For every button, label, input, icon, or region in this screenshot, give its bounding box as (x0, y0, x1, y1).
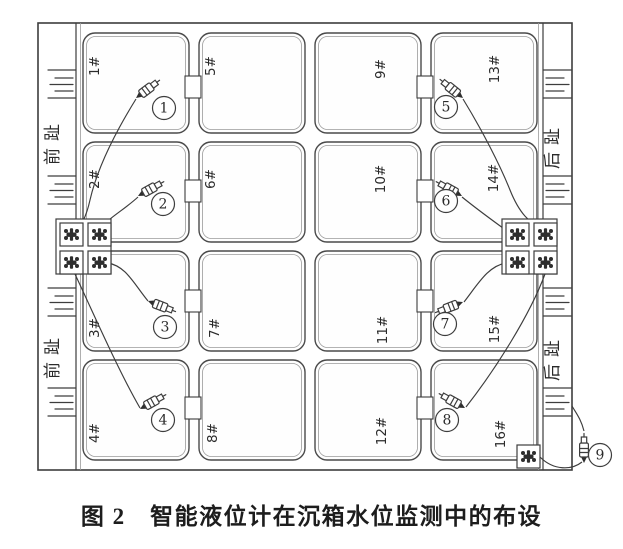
compartment-label: 1# (87, 56, 103, 76)
compartment-6: 6# (198, 141, 306, 243)
compartment-label: 4# (87, 423, 103, 443)
compartment-label: 5# (203, 56, 219, 76)
svg-text:8: 8 (443, 413, 452, 429)
instrument-box-icon (534, 223, 557, 246)
sensor-badge-8: 8 (434, 407, 460, 433)
instrument-box-icon (60, 251, 83, 274)
svg-text:4: 4 (159, 413, 168, 429)
compartment-7: 7# (198, 250, 306, 352)
instrument-box-icon (506, 251, 529, 274)
junction-box-cluster-left (55, 218, 112, 275)
front-toe-label-lower: 前趾 (43, 331, 63, 379)
compartment-15: 15# (430, 250, 538, 352)
figure-caption: 图 2 智能液位计在沉箱水位监测中的布设 (80, 504, 543, 529)
sensor-badge-2: 2 (150, 191, 176, 217)
compartment-label: 10# (373, 165, 389, 194)
sensor-badge-3: 3 (152, 314, 178, 340)
rear-toe-label-lower: 后趾 (543, 333, 563, 381)
svg-text:5: 5 (442, 100, 451, 116)
compartment-label: 11# (375, 316, 391, 345)
svg-text:2: 2 (159, 197, 168, 213)
compartment-label: 3# (87, 318, 103, 338)
svg-text:3: 3 (161, 320, 170, 336)
compartment-8: 8# (198, 359, 306, 461)
compartment-1: 1# (82, 32, 190, 134)
compartment-label: 2# (87, 169, 103, 189)
level-gauge-icon-9 (578, 432, 590, 464)
junction-box-cluster-right (501, 218, 558, 275)
front-toe-label-upper: 前趾 (43, 117, 63, 165)
instrument-box-icon (88, 251, 111, 274)
compartment-12: 12# (314, 359, 422, 461)
sensor-badge-4: 4 (150, 407, 176, 433)
svg-text:7: 7 (441, 317, 450, 333)
instrument-box-icon (506, 223, 529, 246)
compartment-label: 8# (205, 423, 221, 443)
compartment-label: 14# (486, 164, 502, 193)
svg-text:9: 9 (596, 448, 605, 464)
instrument-box-icon-single (517, 445, 540, 468)
sensor-badge-1: 1 (151, 95, 177, 121)
caisson-layout-diagram: 前趾 前趾 后趾 后趾 1# 2# 3# 4# 5# 6# 7# 8# 9# 1… (37, 22, 613, 471)
compartment-label: 7# (207, 318, 223, 338)
sensor-badge-5: 5 (433, 94, 459, 120)
compartment-11: 11# (314, 250, 422, 352)
compartment-16: 16# (430, 359, 538, 461)
compartment-ports (184, 75, 434, 420)
compartment-label: 12# (374, 417, 390, 446)
compartment-label: 15# (487, 315, 503, 344)
compartment-10: 10# (314, 141, 422, 243)
instrument-box-icon (88, 223, 111, 246)
compartment-label: 13# (487, 55, 503, 84)
compartment-label: 16# (493, 420, 509, 449)
compartment-4: 4# (82, 359, 190, 461)
svg-text:1: 1 (160, 101, 169, 117)
instrument-box-icon (60, 223, 83, 246)
sensor-badge-7: 7 (432, 311, 458, 337)
sensor-badge-9: 9 (587, 442, 613, 468)
sensor-badge-6: 6 (433, 188, 459, 214)
compartment-5: 5# (198, 32, 306, 134)
svg-text:6: 6 (442, 194, 451, 210)
compartment-label: 6# (203, 169, 219, 189)
compartment-label: 9# (373, 59, 389, 79)
rear-toe-label-upper: 后趾 (543, 121, 563, 169)
sensor-number-badges: 1 2 3 4 5 6 7 8 9 (150, 94, 613, 468)
instrument-box-icon (534, 251, 557, 274)
compartment-9: 9# (314, 32, 422, 134)
